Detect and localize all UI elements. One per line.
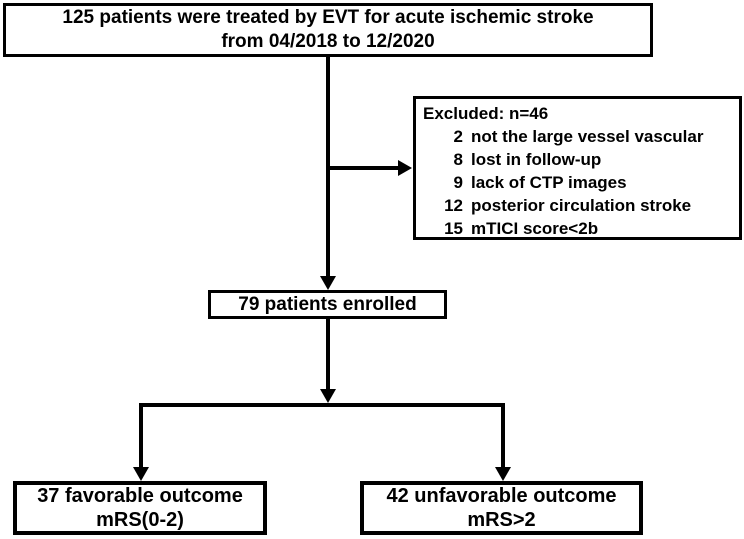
excluded-item-count: 15	[444, 219, 463, 238]
excluded-item-count: 12	[444, 196, 463, 215]
connector-split-horizontal	[139, 403, 505, 407]
excluded-item: 15 mTICI score<2b	[420, 217, 737, 240]
excluded-title: Excluded: n=46	[423, 104, 549, 123]
unfavorable-outcome-line2: mRS>2	[467, 509, 536, 531]
excluded-item: 9 lack of CTP images	[420, 171, 737, 194]
excluded-item-reason: mTICI score<2b	[471, 219, 599, 238]
excluded-item: 8 lost in follow-up	[420, 148, 737, 171]
favorable-outcome-box: 37 favorable outcome mRS(0-2)	[13, 481, 267, 535]
treated-patients-box: 125 patients were treated by EVT for acu…	[3, 3, 653, 57]
arrowhead-down-split-icon	[320, 389, 336, 403]
excluded-item-count: 9	[453, 173, 463, 192]
excluded-item: 12 posterior circulation stroke	[420, 194, 737, 217]
arrowhead-right-excluded-icon	[398, 160, 412, 176]
connector-branch-excluded	[328, 166, 398, 170]
connector-split-to-favorable	[139, 403, 143, 469]
excluded-item-reason: lack of CTP images	[471, 173, 627, 192]
connector-enrolled-to-split	[326, 318, 330, 391]
excluded-item: 2 not the large vessel vascular	[420, 125, 737, 148]
excluded-item-count: 2	[453, 127, 463, 146]
treated-patients-line1: 125 patients were treated by EVT for acu…	[62, 7, 594, 28]
excluded-item-count: 8	[453, 150, 463, 169]
favorable-outcome-line2: mRS(0-2)	[96, 509, 184, 531]
treated-patients-line2: from 04/2018 to 12/2020	[221, 31, 435, 52]
excluded-item-reason: posterior circulation stroke	[471, 196, 692, 215]
excluded-box: Excluded: n=46 2 not the large vessel va…	[413, 96, 742, 240]
arrowhead-down-unfavorable-icon	[495, 467, 511, 481]
enrolled-box: 79 patients enrolled	[208, 290, 447, 319]
connector-split-to-unfavorable	[501, 403, 505, 469]
excluded-item-reason: lost in follow-up	[471, 150, 602, 169]
unfavorable-outcome-line1: 42 unfavorable outcome	[386, 485, 617, 507]
excluded-item-reason: not the large vessel vascular	[471, 127, 704, 146]
unfavorable-outcome-box: 42 unfavorable outcome mRS>2	[360, 481, 643, 535]
arrowhead-down-favorable-icon	[133, 467, 149, 481]
enrolled-label: 79 patients enrolled	[238, 293, 417, 315]
arrowhead-down-enrolled-icon	[320, 276, 336, 290]
favorable-outcome-line1: 37 favorable outcome	[37, 485, 243, 507]
